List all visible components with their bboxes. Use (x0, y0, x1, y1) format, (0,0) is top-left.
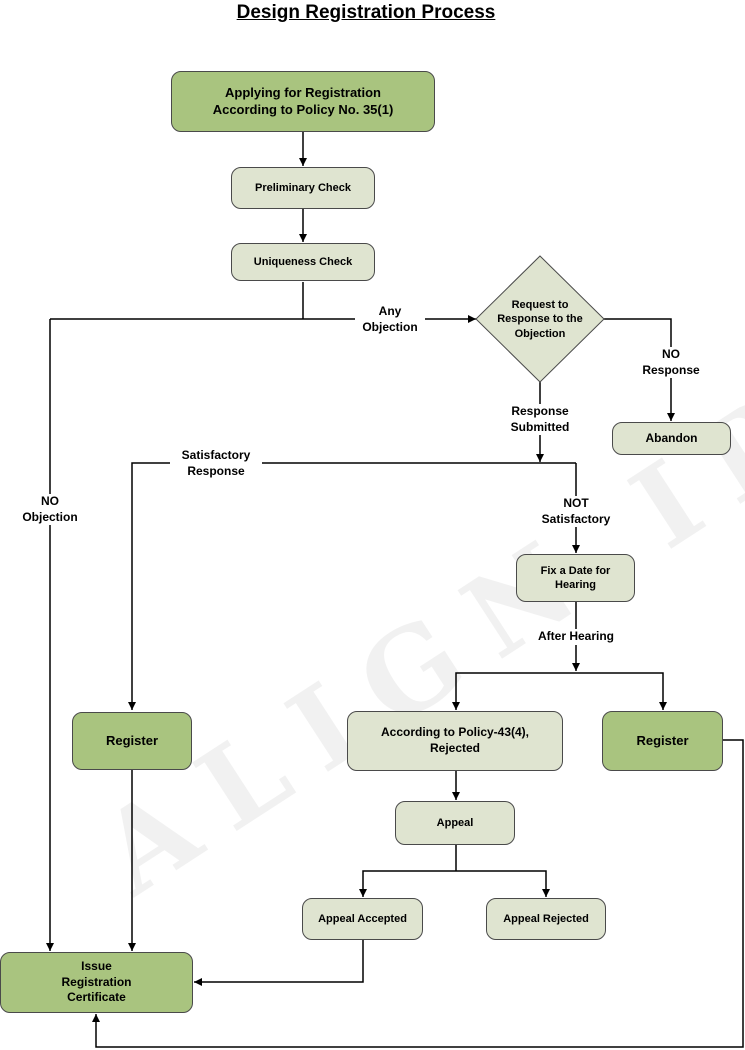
edge-accepted-to-issue (194, 940, 364, 986)
appeal-accepted-node: Appeal Accepted (302, 898, 423, 940)
edge-to-appeal-accepted (359, 870, 456, 897)
label-any-objection: Any Objection (355, 304, 425, 336)
rejected-node: According to Policy-43(4), Rejected (347, 711, 563, 771)
label-not-satisfactory: NOT Satisfactory (536, 496, 616, 528)
register-right-node: Register (602, 711, 723, 771)
edge-register-right-to-issue (92, 739, 744, 1048)
apply-node: Applying for Registration According to P… (171, 71, 435, 132)
edge-to-register-right (576, 672, 667, 710)
issue-certificate-node: Issue Registration Certificate (0, 952, 193, 1013)
edge-to-rejected (452, 672, 576, 710)
appeal-node: Appeal (395, 801, 515, 845)
label-no-objection: NO Objection (15, 494, 85, 526)
preliminary-check-node: Preliminary Check (231, 167, 375, 209)
label-after-hearing: After Hearing (526, 629, 626, 645)
edge-no-response (604, 318, 675, 421)
fix-date-node: Fix a Date for Hearing (516, 554, 635, 602)
appeal-rejected-node: Appeal Rejected (486, 898, 606, 940)
uniqueness-check-node: Uniqueness Check (231, 243, 375, 281)
page-title: Design Registration Process (236, 2, 496, 23)
decision-diamond (475, 255, 605, 383)
request-response-node: Request to Response to the Objection (497, 299, 583, 340)
label-response-submitted: Response Submitted (500, 404, 580, 436)
abandon-node: Abandon (612, 422, 731, 455)
label-no-response: NO Response (636, 347, 706, 379)
label-satisfactory-response: Satisfactory Response (170, 448, 262, 480)
register-left-node: Register (72, 712, 192, 770)
edge-to-appeal-rejected (456, 870, 550, 897)
edge-satisfactory (128, 462, 576, 710)
